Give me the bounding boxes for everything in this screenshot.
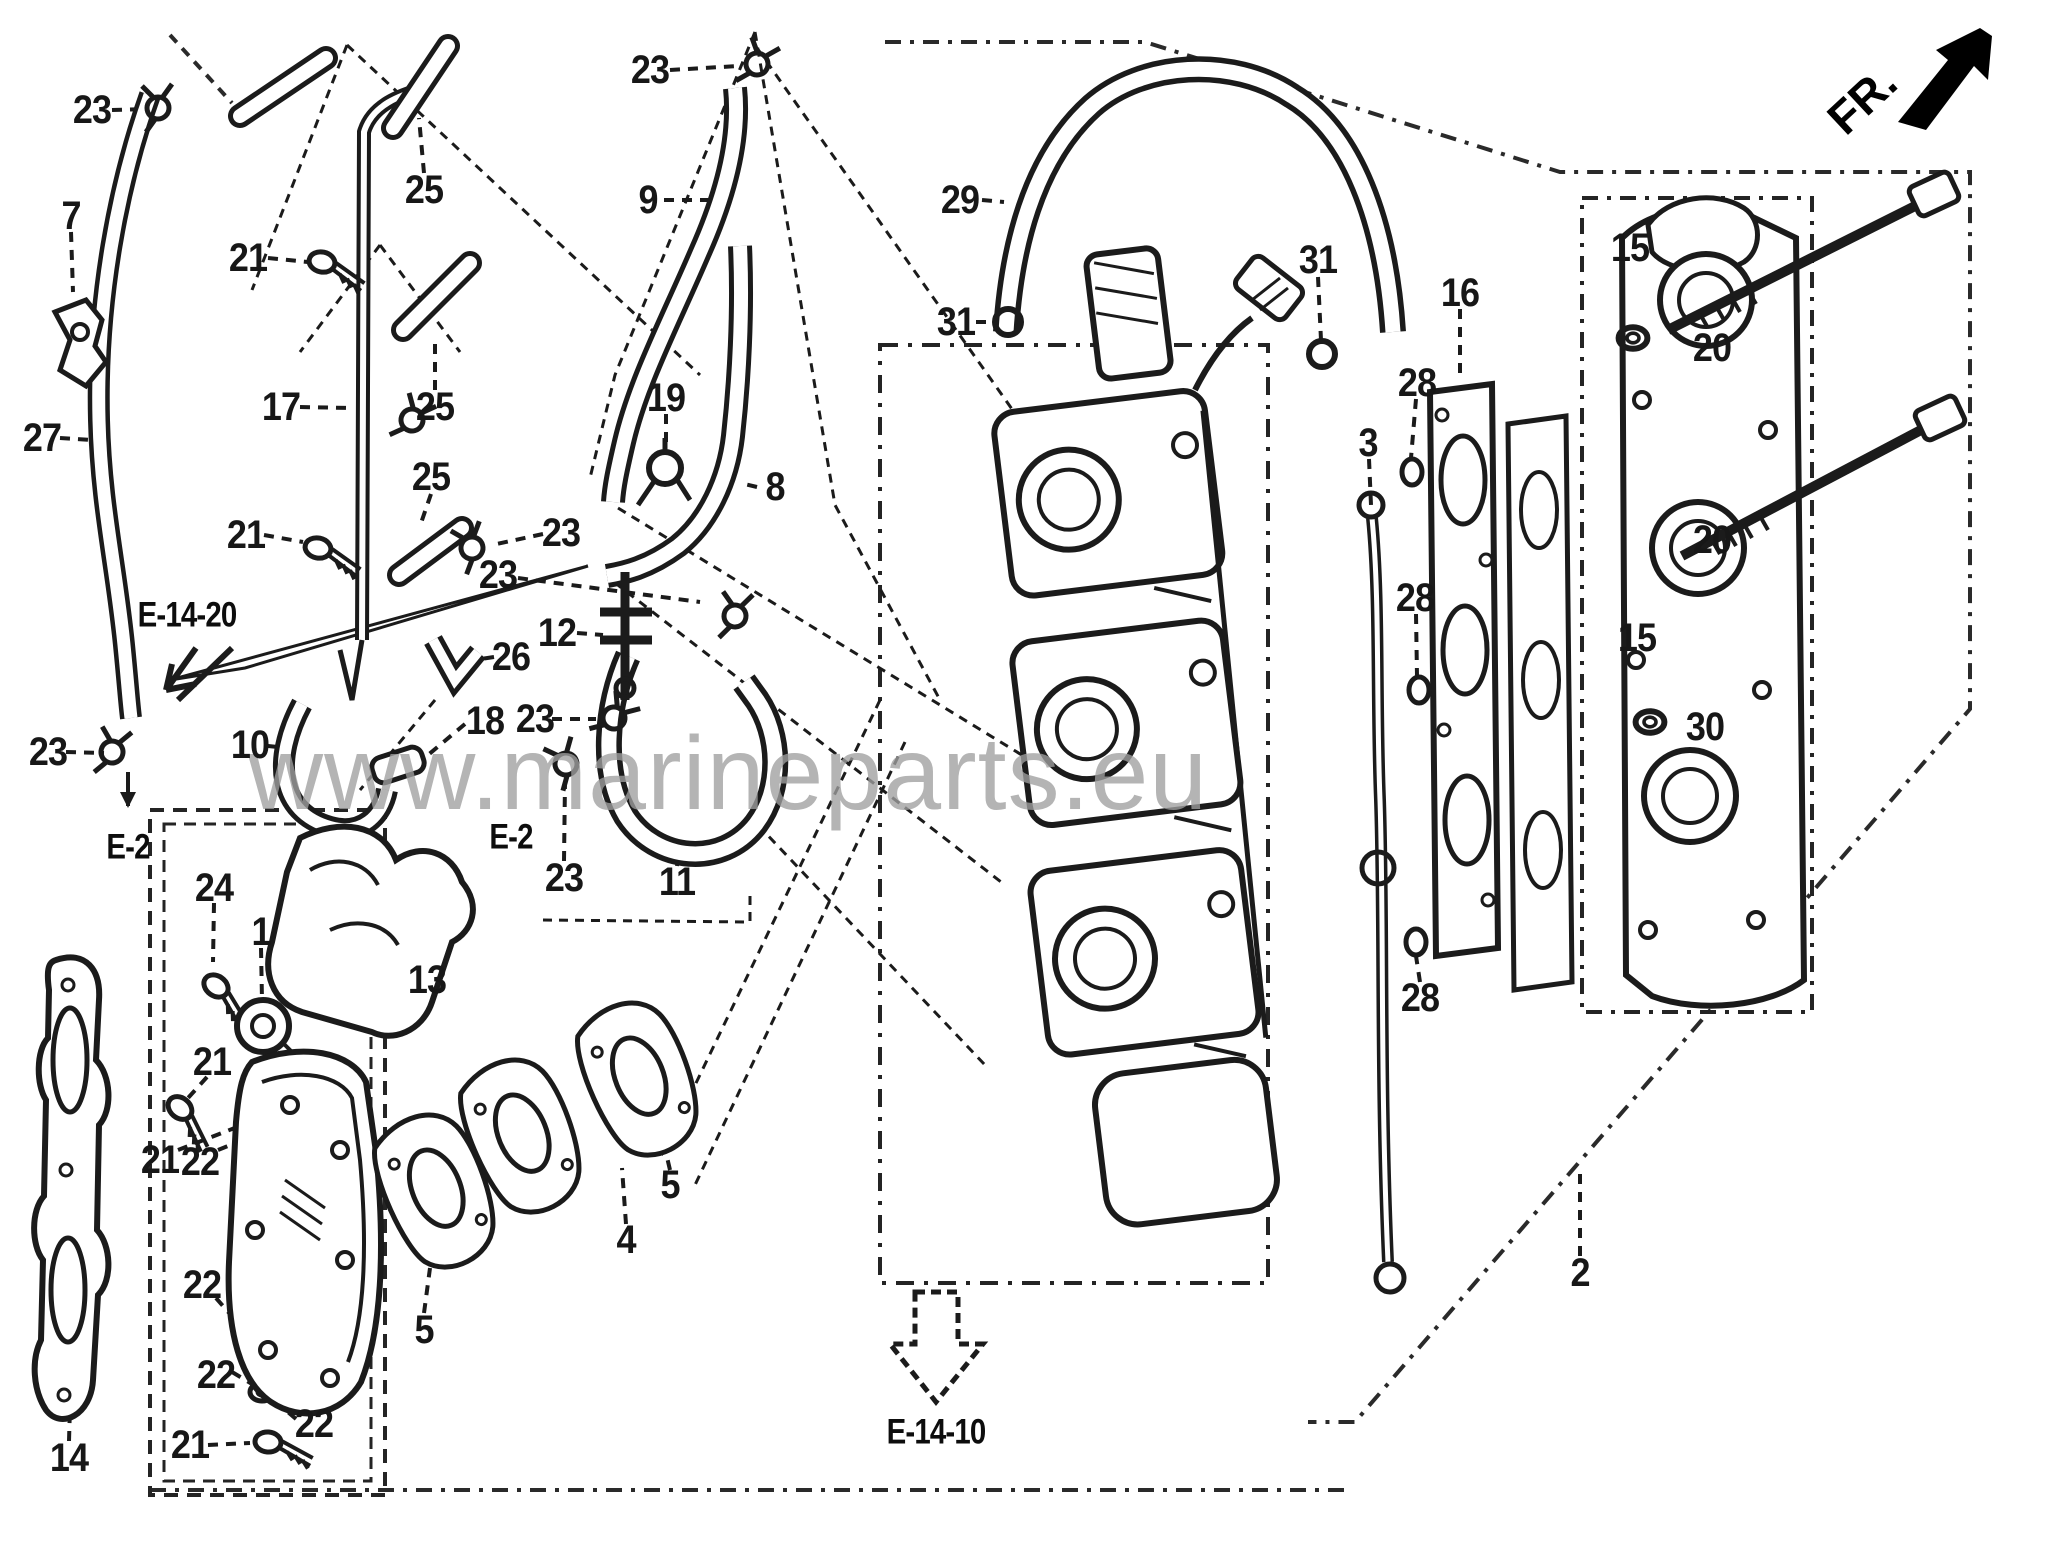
part-callout-23: 23 <box>28 730 68 774</box>
e-14-10-arrow <box>884 1289 989 1406</box>
part-callout-23: 23 <box>72 88 112 132</box>
hose-26-elbow <box>424 635 486 698</box>
ref-callout-E-14-10: E-14-10 <box>886 1412 987 1452</box>
part-callout-4: 4 <box>616 1218 636 1262</box>
part-callout-5: 5 <box>414 1308 434 1352</box>
plate-16 <box>1426 380 1502 960</box>
fr-arrow-icon <box>1898 28 1992 130</box>
part-callout-25: 25 <box>415 385 455 429</box>
part-callout-21: 21 <box>226 513 266 557</box>
part-callout-15: 15 <box>1617 616 1657 660</box>
part-callout-7: 7 <box>61 194 81 238</box>
part-callout-12: 12 <box>537 611 577 655</box>
part-callout-21: 21 <box>140 1138 180 1182</box>
ref-callout-E-2: E-2 <box>489 817 533 857</box>
part-callout-3: 3 <box>1358 421 1378 465</box>
part-callout-16: 16 <box>1440 271 1480 315</box>
part-callout-22: 22 <box>196 1353 236 1397</box>
part-callout-31: 31 <box>936 300 976 344</box>
part-callout-9: 9 <box>638 178 658 222</box>
part-callout-15: 15 <box>1610 226 1650 270</box>
part-callout-5: 5 <box>660 1163 680 1207</box>
gasket-14 <box>31 954 112 1422</box>
bolts-20 <box>1665 169 1968 561</box>
hose-29 <box>993 56 1406 333</box>
rings-31 <box>992 306 1338 370</box>
part-callout-23: 23 <box>541 511 581 555</box>
sensor-wire-connector <box>1192 253 1306 392</box>
hose-8 <box>604 245 754 588</box>
ref-callout-E-2: E-2 <box>106 827 150 867</box>
part-callout-23: 23 <box>478 553 518 597</box>
hose-27 <box>87 91 161 720</box>
part-callout-11: 11 <box>658 860 696 904</box>
part-callout-21: 21 <box>228 236 268 280</box>
part-callout-17: 17 <box>261 385 301 429</box>
part-callout-21: 21 <box>170 1423 210 1467</box>
part-callout-19: 19 <box>646 376 686 420</box>
part-callout-27: 27 <box>22 416 62 460</box>
intake-manifold-cover-13 <box>225 823 476 1417</box>
part-callout-10: 10 <box>230 723 270 767</box>
hose-25-pieces <box>228 34 482 587</box>
hose-10 <box>273 698 398 841</box>
part-callout-2: 2 <box>1570 1251 1590 1295</box>
part-callout-28: 28 <box>1397 361 1437 405</box>
part-callout-21: 21 <box>192 1040 232 1084</box>
part-callout-28: 28 <box>1400 976 1440 1020</box>
part-callout-28: 28 <box>1395 576 1435 620</box>
part-callout-22: 22 <box>294 1402 334 1446</box>
joint-18 <box>369 744 427 786</box>
e-14-20-arrow <box>163 564 589 703</box>
carburetor-assembly <box>991 245 1280 1228</box>
part-callout-13: 13 <box>407 958 447 1002</box>
washers-28 <box>1402 459 1429 955</box>
part-callout-1: 1 <box>251 910 271 954</box>
fitting-7 <box>51 297 110 390</box>
plate-16-rear <box>1505 413 1575 993</box>
hose-9 <box>601 86 749 503</box>
part-callout-20: 20 <box>1692 326 1732 370</box>
down-arrowhead <box>120 792 136 808</box>
part-callout-14: 14 <box>49 1436 89 1480</box>
ref-callout-E-14-20: E-14-20 <box>137 595 238 635</box>
part-callout-18: 18 <box>465 699 505 743</box>
hose-11 <box>595 650 789 867</box>
page-boundary-lines <box>150 33 1972 1492</box>
part-callout-24: 24 <box>194 866 234 910</box>
cable-3 <box>1356 490 1407 1295</box>
part-callout-30: 30 <box>1685 705 1725 749</box>
part-callout-31: 31 <box>1298 238 1338 282</box>
part-callout-23: 23 <box>544 856 584 900</box>
part-callout-20: 20 <box>1692 518 1732 562</box>
clamp-19 <box>635 438 693 507</box>
part-callout-29: 29 <box>940 178 980 222</box>
part-callout-25: 25 <box>404 168 444 212</box>
gaskets-5-4-5 <box>361 989 714 1281</box>
t-joint-12 <box>600 572 652 700</box>
part-callout-25: 25 <box>411 455 451 499</box>
part-callout-23: 23 <box>630 48 670 92</box>
intake-cover-30 <box>1618 195 1808 1009</box>
carburetor-group-box <box>878 343 1270 1285</box>
part-callout-26: 26 <box>491 635 531 679</box>
part-callout-23: 23 <box>515 697 555 741</box>
part-callout-8: 8 <box>765 465 785 509</box>
part-callout-22: 22 <box>180 1140 220 1184</box>
part-callout-22: 22 <box>182 1263 222 1307</box>
